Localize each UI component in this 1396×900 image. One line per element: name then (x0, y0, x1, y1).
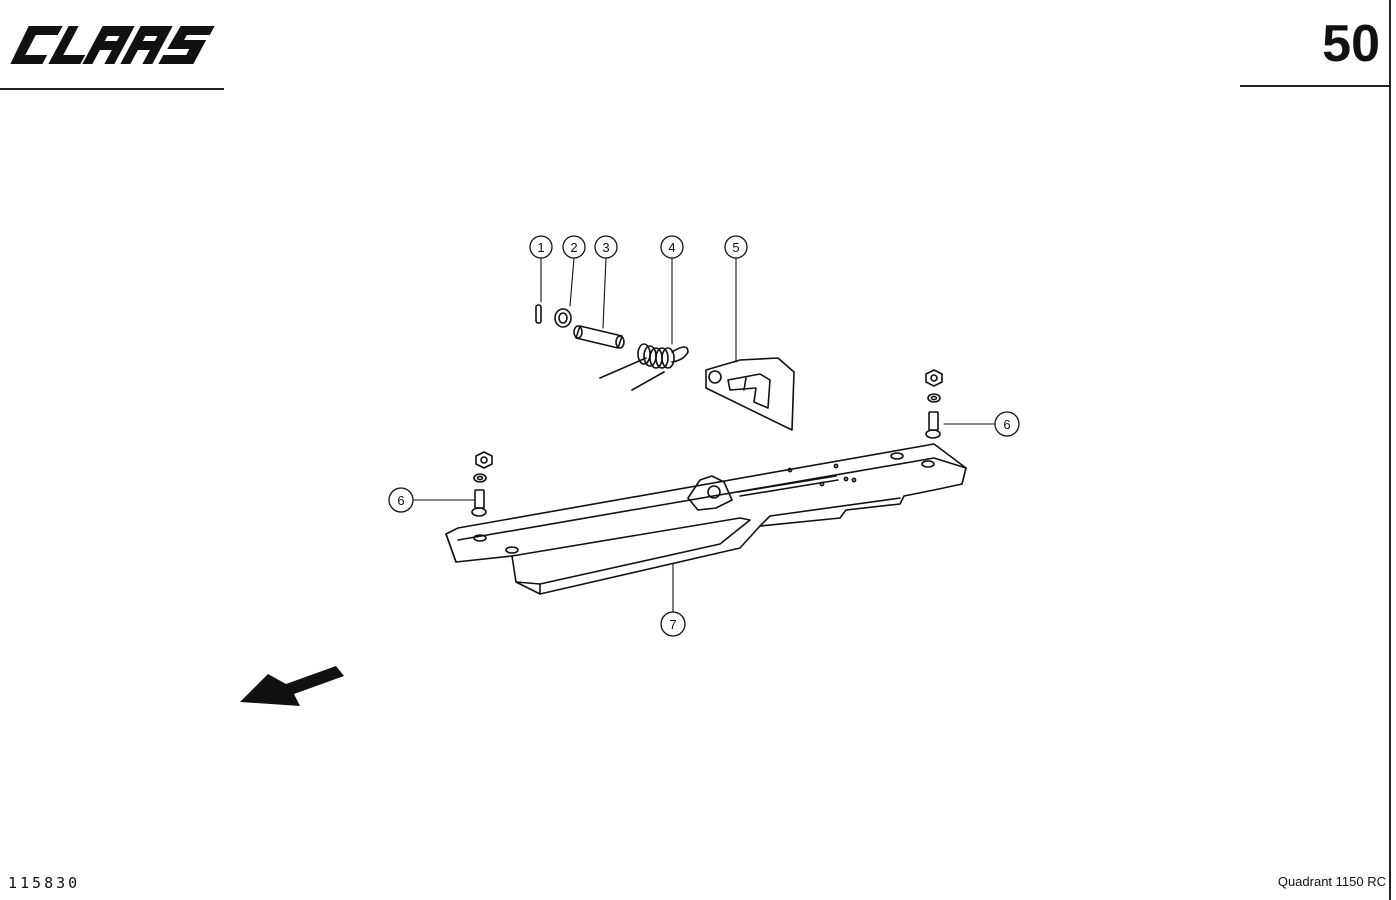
page-number: 50 (1322, 15, 1380, 73)
leader-lines (413, 257, 995, 613)
washer-part (554, 308, 572, 328)
arrow-down-left-icon (240, 666, 344, 706)
svg-text:7: 7 (669, 617, 676, 632)
spring-part (599, 343, 689, 391)
callout-6-right: 6 (994, 411, 1020, 437)
svg-text:2: 2 (570, 240, 577, 255)
callout-4: 4 (660, 235, 684, 259)
claas-logo (10, 26, 215, 64)
svg-text:4: 4 (668, 240, 675, 255)
page-border (1389, 0, 1391, 900)
callout-3: 3 (594, 235, 618, 259)
header-rule-right (1240, 85, 1390, 87)
drawing-id: 115830 (8, 874, 81, 892)
callout-1: 1 (529, 235, 553, 259)
svg-text:6: 6 (397, 493, 404, 508)
pin-part (535, 304, 542, 324)
screw-assembly-right (925, 369, 943, 439)
callout-6-left: 6 (388, 487, 414, 513)
bracket-plate-part (705, 357, 795, 431)
callout-list: 1 2 3 4 5 6 6 (388, 235, 1020, 637)
screw-assembly-left (471, 451, 493, 517)
callout-2: 2 (562, 235, 586, 259)
callout-7: 7 (660, 611, 686, 637)
svg-text:3: 3 (602, 240, 609, 255)
svg-text:1: 1 (537, 240, 544, 255)
guide-rail-part (445, 443, 967, 595)
bolt-part (573, 325, 625, 349)
header-rule-left (0, 88, 224, 90)
svg-text:6: 6 (1003, 417, 1010, 432)
svg-text:5: 5 (732, 240, 739, 255)
callout-5: 5 (724, 235, 748, 259)
model-name: Quadrant 1150 RC (1277, 874, 1386, 889)
